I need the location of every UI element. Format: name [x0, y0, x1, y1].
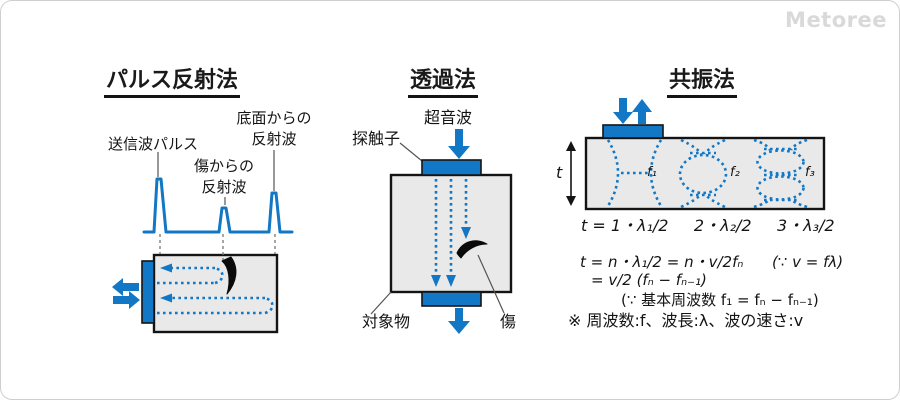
f2-label: f₂	[730, 165, 740, 180]
label-leader-line	[399, 142, 423, 162]
flaw-icon	[221, 256, 237, 295]
up-arrow-icon	[632, 99, 652, 124]
thickness-arrowhead	[566, 141, 576, 151]
formula-line1: t = n・λ₁/2 = n・v/2fₙ (∵ v = fλ)	[580, 253, 844, 271]
flaw-label: 傷	[500, 314, 517, 331]
standing-wave-f1	[606, 139, 663, 207]
wave-arrowhead	[160, 293, 172, 303]
pulse-method-title: パルス反射法	[103, 62, 241, 98]
through-transmission-diagram	[370, 129, 513, 334]
standing-wave-f3	[753, 138, 808, 209]
bottom-echo-label: 底面からの 反射波	[236, 110, 312, 148]
object-label: 対象物	[362, 314, 411, 331]
ultrasonic-wave-label: 超音波	[424, 110, 473, 127]
flaw-echo-label: 傷からの 反射波	[193, 158, 255, 196]
transmitted-wave-arrow-icon	[448, 308, 470, 334]
resonance-diagram	[566, 98, 826, 211]
wave-path-dotted	[264, 296, 274, 315]
probe-transducer	[141, 260, 155, 324]
transmission-method-title: 透過法	[407, 62, 479, 98]
thickness-arrowhead	[566, 196, 576, 206]
echo-waveform	[142, 177, 294, 234]
send-arrow-icon	[113, 291, 140, 309]
probe-transducer-top	[421, 159, 482, 176]
specimen-box	[152, 253, 279, 334]
wave-arrowhead	[160, 263, 172, 273]
wave-path-dotted	[214, 266, 224, 285]
thickness-label: t	[556, 163, 563, 182]
probe-transducer	[602, 124, 664, 139]
f1-label: f₁	[647, 165, 657, 180]
formula-half-wavelengths: t = 1・λ₁/2 2・λ₂/2 3・λ₃/2	[581, 216, 835, 235]
formula-note: ※ 周波数:f、波長:λ、波の速さ:v	[568, 311, 804, 330]
probe-label: 探触子	[352, 131, 401, 148]
formula-line2: = v/2 (fₙ − fₙ₋₁)	[591, 271, 707, 289]
standing-wave-f2	[678, 138, 728, 209]
label-leader-line	[477, 254, 505, 314]
pulse-echo-diagram	[112, 150, 294, 334]
receive-arrow-icon	[112, 278, 139, 296]
f3-label: f₃	[805, 165, 815, 180]
wave-arrowhead	[431, 275, 441, 287]
wave-arrowhead	[461, 227, 471, 239]
resonance-method-title: 共振法	[666, 62, 738, 98]
transmit-pulse-label: 送信波パルス	[108, 136, 199, 153]
probe-transducer-bottom	[421, 291, 482, 307]
incident-wave-arrow-icon	[448, 129, 470, 159]
flaw-icon	[456, 240, 488, 259]
metoree-logo: Metoree	[785, 8, 887, 32]
formula-line3: (∵ 基本周波数 f₁ = fₙ − fₙ₋₁)	[621, 291, 819, 309]
wave-arrowhead	[446, 275, 456, 287]
label-leader-line	[370, 291, 392, 315]
down-arrow-icon	[613, 98, 633, 124]
